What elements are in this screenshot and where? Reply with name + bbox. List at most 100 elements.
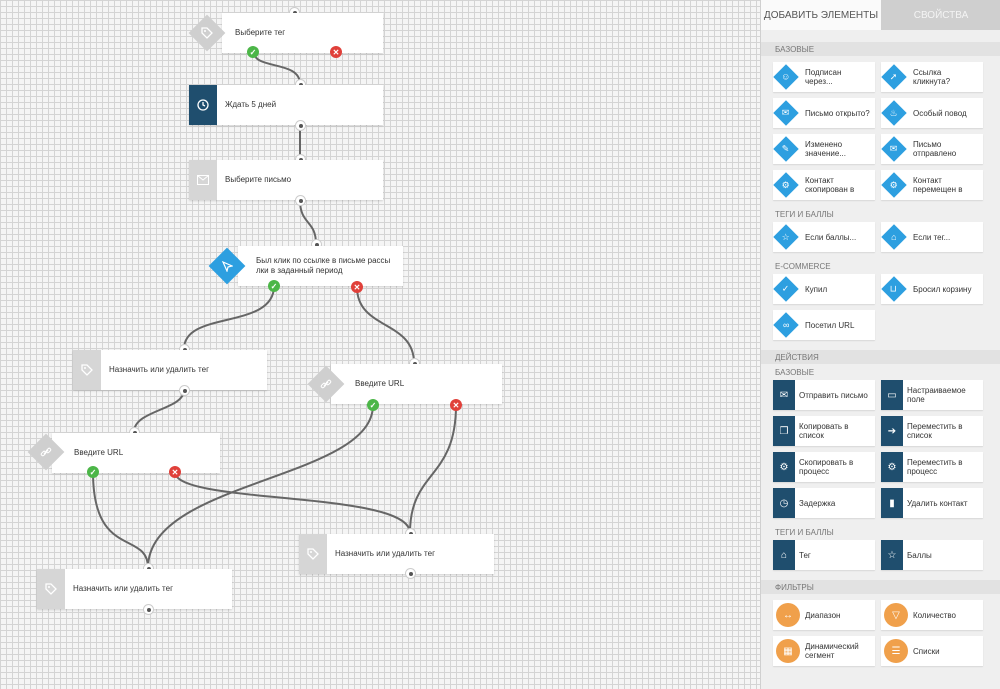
palette-item-lists[interactable]: ☰Списки [881,636,983,666]
node-wait[interactable]: Ждать 5 дней [189,85,383,125]
node-input-port[interactable] [406,529,415,538]
palette-item-move[interactable]: ➔Переместить в список [881,416,983,446]
palette-item-funnel[interactable]: ▽Количество [881,600,983,630]
section-filters: ФИЛЬТРЫ [761,580,1000,594]
node-input-port[interactable] [290,8,299,17]
palette-item-label: Копировать в список [799,422,849,440]
palette-item-star[interactable]: ☆Если баллы... [773,222,875,252]
palette-item-email-open[interactable]: ✉Письмо открыто? [773,98,875,128]
link-icon [27,433,65,471]
yes-output[interactable]: ✓ [247,46,259,58]
palette-item-label: Настраиваемое поле [907,386,966,404]
node-enter-url[interactable]: Введите URL [331,364,502,404]
no-output[interactable]: ✕ [450,399,462,411]
palette-item-label: Если баллы... [805,232,857,242]
yes-output[interactable]: ✓ [367,399,379,411]
no-output[interactable]: ✕ [351,281,363,293]
node-select-email[interactable]: Выберите письмо [189,160,383,200]
node-assign-tag[interactable]: Назначить или удалить тег [37,569,232,609]
palette-item-envelope[interactable]: ✉Отправить письмо [773,380,875,410]
palette-item-move-process[interactable]: ⚙Переместить в процесс [881,452,983,482]
palette-item-range[interactable]: ↔Диапазон [773,600,875,630]
palette-item-trash[interactable]: ▮Удалить контакт [881,488,983,518]
link-icon: ∞ [773,312,799,338]
palette-item-cake[interactable]: ♨Особый повод [881,98,983,128]
node-output-port[interactable] [296,196,305,205]
connections [92,51,457,569]
palette-item-link[interactable]: ∞Посетил URL [773,310,875,340]
palette-item-star[interactable]: ☆Баллы [881,540,983,570]
section-actions: ДЕЙСТВИЯ [761,350,1000,364]
palette-item-copy[interactable]: ❐Копировать в список [773,416,875,446]
email-sent-icon: ✉ [881,136,907,162]
move-icon: ➔ [881,416,903,446]
node-input-port[interactable] [312,240,321,249]
palette-item-copy-process[interactable]: ⚙Скопировать в процесс [773,452,875,482]
tab-add-elements[interactable]: ДОБАВИТЬ ЭЛЕМЕНТЫ [761,0,881,30]
palette-item-label: Если тег... [913,232,951,242]
node-label: Назначить или удалить тег [73,584,173,593]
link-click-icon [208,247,246,285]
section-ecommerce: E-COMMERCE [775,261,831,271]
node-input-port[interactable] [296,155,305,164]
workflow-canvas[interactable]: Выберите тег ✓ ✕ Ждать 5 дней Выберите п… [0,0,760,689]
palette-item-segment[interactable]: ▦Динамический сегмент [773,636,875,666]
wire [92,471,149,569]
wire [409,404,457,534]
move-process-icon: ⚙ [881,452,903,482]
palette-item-tag[interactable]: ⌂Тег [773,540,875,570]
actions-tags-grid: ⌂Тег☆Баллы [761,540,1000,576]
node-link-clicked[interactable]: Был клик по ссылке в письме рассы лки в … [238,246,403,286]
node-output-port[interactable] [180,386,189,395]
palette-item-subscribe[interactable]: ☺Подписан через... [773,62,875,92]
palette-item-label: Динамический сегмент [805,642,859,660]
node-input-port[interactable] [296,80,305,89]
yes-output[interactable]: ✓ [87,466,99,478]
palette-item-tag[interactable]: ⌂Если тег... [881,222,983,252]
palette-item-user-edit[interactable]: ✎ Изменено значение... [773,134,875,164]
node-label: Ждать 5 дней [225,100,277,109]
node-input-port[interactable] [180,345,189,354]
user-edit-icon: ✎ [773,136,799,162]
palette-item-move-gear[interactable]: ⚙Контакт перемещен в [881,170,983,200]
tab-properties[interactable]: СВОЙСТВА [881,0,1000,30]
palette-item-label: Списки [913,646,940,656]
no-output[interactable]: ✕ [330,46,342,58]
node-enter-url[interactable]: Введите URL [52,433,220,473]
custom-field-icon: ▭ [881,380,903,410]
palette-item-basket[interactable]: ⊔Бросил корзину [881,274,983,304]
section-actions-base: БАЗОВЫЕ [775,367,815,377]
node-assign-tag[interactable]: Назначить или удалить тег [73,350,267,390]
palette-item-custom-field[interactable]: ▭Настраиваемое поле [881,380,983,410]
node-input-port[interactable] [130,428,139,437]
node-input-port[interactable] [144,564,153,573]
palette-item-link-click[interactable]: ➚Ссылка кликнута? [881,62,983,92]
range-icon: ↔ [776,603,800,627]
node-label: Выберите письмо [225,175,292,184]
no-output[interactable]: ✕ [169,466,181,478]
palette-item-label: Изменено значение... [805,140,846,158]
palette-item-label: Переместить в процесс [907,458,963,476]
node-label: Введите URL [355,379,405,388]
node-label: Был клик по ссылке в письме рассы лки в … [256,256,391,275]
node-input-port[interactable] [410,359,419,368]
node-output-port[interactable] [144,605,153,614]
yes-output[interactable]: ✓ [268,280,280,292]
palette-item-email-sent[interactable]: ✉ Письмо отправлено [881,134,983,164]
envelope-icon: ✉ [773,380,795,410]
palette-item-label: Удалить контакт [907,498,968,508]
wire [183,285,275,350]
palette-item-clock[interactable]: ◷Задержка [773,488,875,518]
node-select-tag[interactable]: Выберите тег [222,13,383,53]
node-output-port[interactable] [406,569,415,578]
node-output-port[interactable] [296,121,305,130]
tag-icon [188,14,226,52]
clock-icon [189,85,217,125]
palette-item-cart-check[interactable]: ✓Купил [773,274,875,304]
node-assign-tag[interactable]: Назначить или удалить тег [299,534,494,574]
conditions-tags-grid: ☆Если баллы...⌂Если тег... [761,222,1000,258]
tag-icon: ⌂ [773,540,795,570]
palette-item-label: Письмо отправлено [913,140,957,158]
section-conditions-base: БАЗОВЫЕ [761,42,1000,56]
palette-item-copy-gear[interactable]: ⚙Контакт скопирован в [773,170,875,200]
